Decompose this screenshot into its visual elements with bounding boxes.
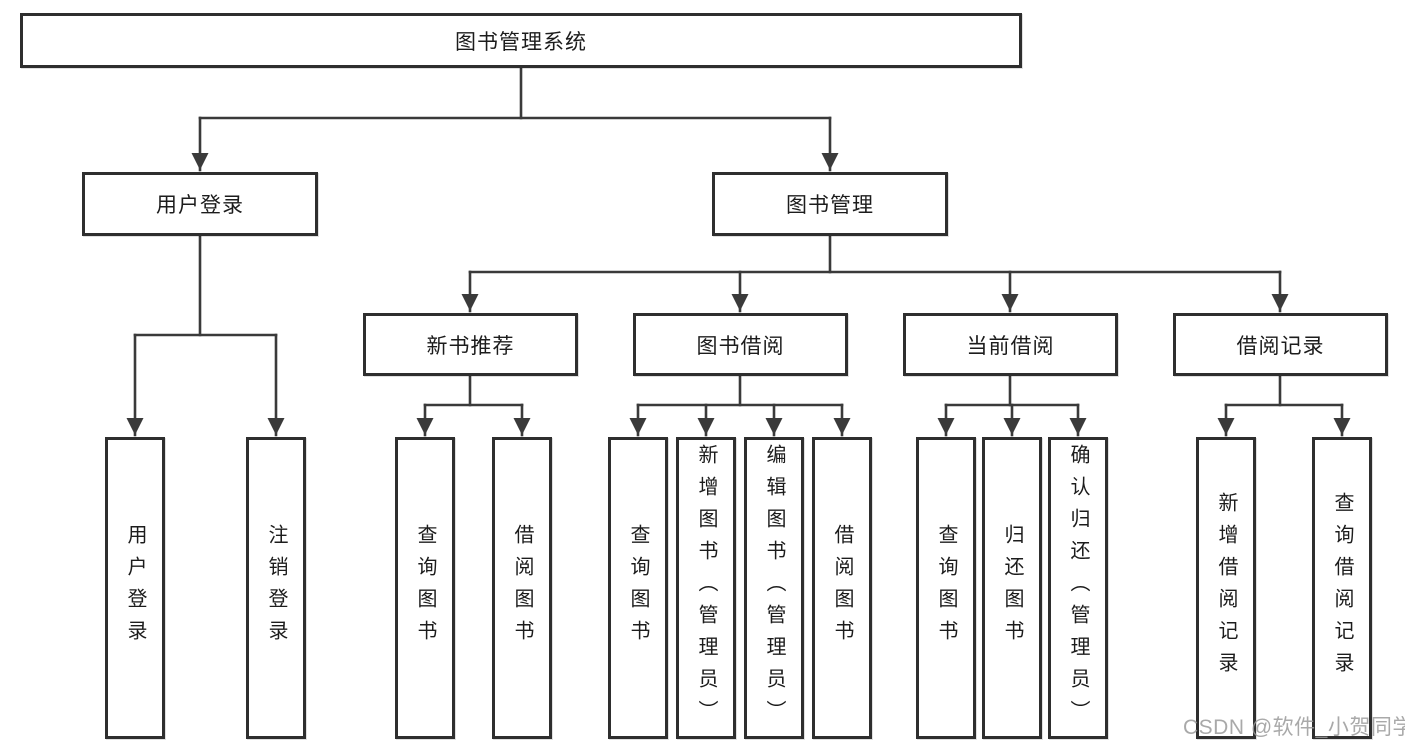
leaf-current-return-books: 归还图书 <box>982 437 1042 739</box>
node-user-login: 用户登录 <box>82 172 318 236</box>
connector-root-to-level2 <box>191 66 839 172</box>
connector-current-borrow-children <box>937 374 1087 437</box>
leaf-current-query-books: 查询图书 <box>916 437 976 739</box>
node-current-borrow: 当前借阅 <box>903 313 1118 376</box>
node-book-borrow: 图书借阅 <box>633 313 848 376</box>
connector-new-book-children <box>416 374 531 437</box>
leaf-newbook-borrow-books: 借阅图书 <box>492 437 552 739</box>
connector-user-login-children <box>126 234 285 437</box>
connector-book-management-modules <box>461 234 1289 313</box>
node-borrow-records: 借阅记录 <box>1173 313 1388 376</box>
leaf-records-query-record: 查询借阅记录 <box>1312 437 1372 739</box>
leaf-borrow-borrow-books: 借阅图书 <box>812 437 872 739</box>
leaf-borrow-add-books-admin: 新增图书（管理员） <box>676 437 736 739</box>
leaf-current-confirm-return-admin: 确认归还（管理员） <box>1048 437 1108 739</box>
leaf-newbook-query-books: 查询图书 <box>395 437 455 739</box>
csdn-watermark: CSDN @软件_小贺同学 <box>1183 716 1405 739</box>
connector-borrow-records-children <box>1217 374 1351 437</box>
node-new-book-recommend: 新书推荐 <box>363 313 578 376</box>
leaf-borrow-query-books: 查询图书 <box>608 437 668 739</box>
leaf-user-login: 用户登录 <box>105 437 165 739</box>
leaf-records-add-record: 新增借阅记录 <box>1196 437 1256 739</box>
node-root-system: 图书管理系统 <box>20 13 1022 68</box>
node-book-management: 图书管理 <box>712 172 948 236</box>
leaf-logout-login: 注销登录 <box>246 437 306 739</box>
connector-book-borrow-children <box>629 374 851 437</box>
leaf-borrow-edit-books-admin: 编辑图书（管理员） <box>744 437 804 739</box>
